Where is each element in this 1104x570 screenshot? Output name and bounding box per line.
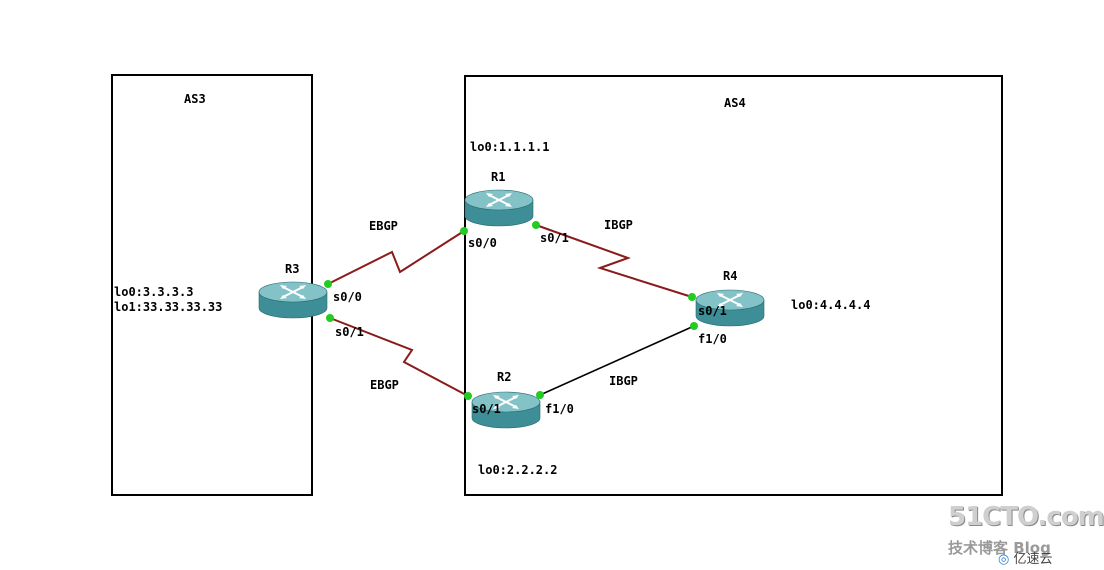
r3-loopback-1: lo1:33.33.33.33	[114, 300, 223, 314]
watermark-brand: ◎ 亿速云	[998, 548, 1053, 567]
link-r3-r1	[327, 230, 465, 285]
r2-if-f1-0: f1/0	[545, 402, 574, 416]
router-r2-name: R2	[497, 370, 512, 384]
port-r2-f1-0	[536, 391, 544, 399]
r3-if-s0-1: s0/1	[335, 325, 364, 339]
r4-if-s0-1: s0/1	[698, 304, 727, 318]
r2-loopback: lo0:2.2.2.2	[478, 463, 558, 477]
port-r2-s0-1	[464, 392, 472, 400]
r3-loopback-0: lo0:3.3.3.3	[114, 285, 194, 299]
as4-boundary	[464, 75, 1003, 496]
link-r2-r4	[539, 325, 695, 396]
r4-loopback: lo0:4.4.4.4	[791, 298, 871, 312]
router-r1-name: R1	[491, 170, 506, 184]
watermark-logo: 51CTO.com	[948, 502, 1104, 532]
router-r3-name: R3	[285, 262, 300, 276]
as4-label: AS4	[724, 96, 746, 110]
router-r1-icon[interactable]	[464, 189, 534, 227]
link-r3-r2-protocol: EBGP	[370, 378, 399, 392]
port-r1-s0-0	[460, 227, 468, 235]
port-r4-s0-1	[688, 293, 696, 301]
r1-if-s0-0: s0/0	[468, 236, 497, 250]
router-r4-name: R4	[723, 269, 738, 283]
link-r1-r4-protocol: IBGP	[604, 218, 633, 232]
link-r3-r1-protocol: EBGP	[369, 219, 398, 233]
r4-if-f1-0: f1/0	[698, 332, 727, 346]
r1-loopback: lo0:1.1.1.1	[470, 140, 550, 154]
link-r1-r4	[535, 224, 693, 298]
watermark-subtitle: 技术博客 Blog	[948, 539, 1051, 557]
brand-text: 亿速云	[1013, 552, 1053, 567]
r3-if-s0-0: s0/0	[333, 290, 362, 304]
link-r3-r2	[329, 317, 469, 397]
router-r3-icon[interactable]	[258, 281, 328, 319]
port-r3-s0-0	[324, 280, 332, 288]
link-r2-r4-protocol: IBGP	[609, 374, 638, 388]
r1-if-s0-1: s0/1	[540, 231, 569, 245]
port-r4-f1-0	[690, 322, 698, 330]
port-r1-s0-1	[532, 221, 540, 229]
brand-icon: ◎	[998, 552, 1010, 567]
as3-label: AS3	[184, 92, 206, 106]
port-r3-s0-1	[326, 314, 334, 322]
r2-if-s0-1: s0/1	[472, 402, 501, 416]
